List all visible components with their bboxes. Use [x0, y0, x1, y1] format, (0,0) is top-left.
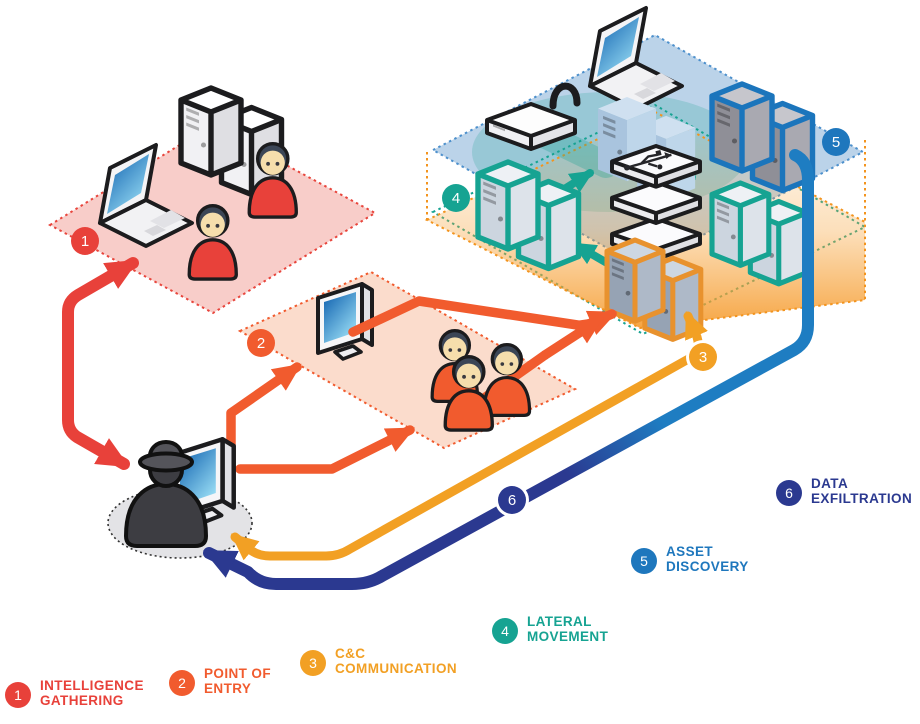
- exfiltration-arrow: [203, 149, 814, 590]
- step-marker-5: 5: [822, 128, 850, 156]
- entry-arrow-employees: [235, 425, 416, 474]
- attacker-workstation: [124, 439, 234, 548]
- entry-plane: [237, 270, 578, 450]
- intelligence-arrow: [62, 257, 139, 470]
- step-marker-1: 1: [71, 227, 99, 255]
- legend-badge-5: 5: [631, 548, 657, 574]
- legend-badge-3: 3: [300, 650, 326, 676]
- step-marker-4: 4: [442, 184, 470, 212]
- step-marker-2: 2: [247, 329, 275, 357]
- step-marker-6: 6: [498, 486, 526, 514]
- usb-symbol-icon: [623, 149, 672, 171]
- usb-storage-stack-icon: [610, 144, 702, 262]
- entry-arrow-plane: [226, 362, 302, 474]
- attacker-icon: [124, 440, 208, 548]
- legend-badge-1: 1: [5, 682, 31, 708]
- step-marker-3: 3: [689, 343, 717, 371]
- legend-badge-2: 2: [169, 670, 195, 696]
- top-hat-brim: [138, 451, 194, 473]
- legend-badge-6: 6: [776, 480, 802, 506]
- legend-badge-4: 4: [492, 618, 518, 644]
